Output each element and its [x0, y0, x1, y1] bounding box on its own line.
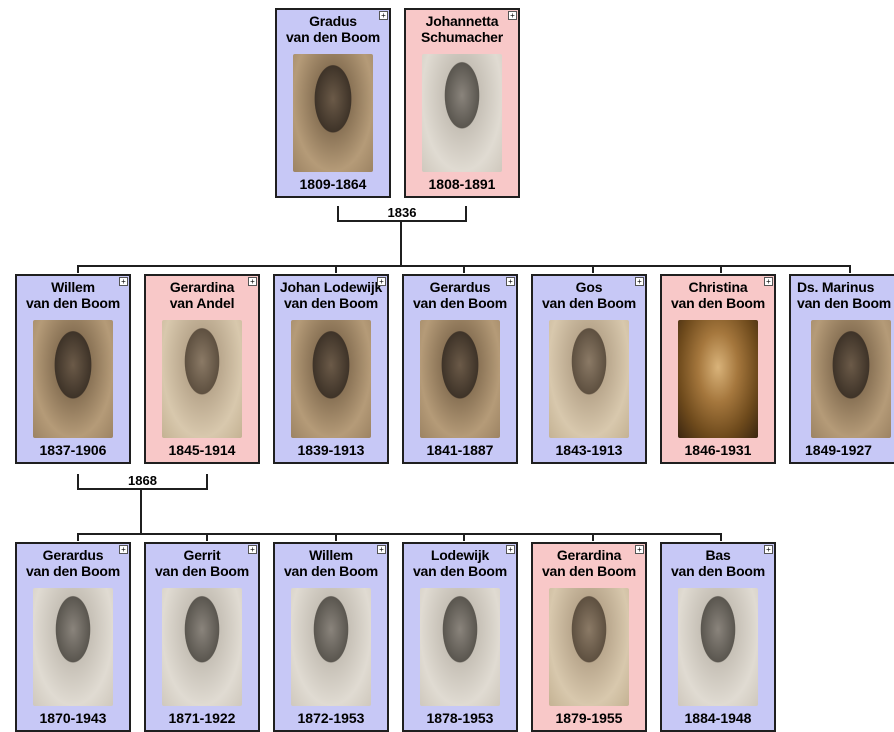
- life-years: 1841-1887: [426, 442, 494, 458]
- life-years: 1878-1953: [426, 710, 494, 726]
- portrait-photo: [293, 54, 373, 172]
- gen3-drop-1: [77, 533, 79, 541]
- marriage-year-1868: 1868: [77, 474, 208, 490]
- life-years: 1872-1953: [297, 710, 365, 726]
- expand-icon[interactable]: +: [377, 277, 386, 286]
- gen2-drop-1: [77, 265, 79, 273]
- expand-icon[interactable]: +: [508, 11, 517, 20]
- portrait-photo: [811, 320, 891, 438]
- portrait-photo: [162, 588, 242, 706]
- life-years: 1871-1922: [168, 710, 236, 726]
- expand-icon[interactable]: +: [248, 277, 257, 286]
- expand-icon[interactable]: +: [635, 277, 644, 286]
- portrait-photo: [33, 320, 113, 438]
- expand-icon[interactable]: +: [119, 277, 128, 286]
- life-years: 1839-1913: [297, 442, 365, 458]
- expand-icon[interactable]: +: [377, 545, 386, 554]
- gen2-drop-3: [335, 265, 337, 273]
- portrait-photo: [422, 54, 502, 172]
- expand-icon[interactable]: +: [764, 277, 773, 286]
- gen3-drop-6: [720, 533, 722, 541]
- life-years: 1870-1943: [39, 710, 107, 726]
- gen2-drop-5: [592, 265, 594, 273]
- gen2-drop-7: [849, 265, 851, 273]
- expand-icon[interactable]: +: [506, 545, 515, 554]
- portrait-photo: [420, 320, 500, 438]
- expand-icon[interactable]: +: [119, 545, 128, 554]
- portrait-photo: [291, 588, 371, 706]
- portrait-photo: [678, 320, 758, 438]
- portrait-photo: [162, 320, 242, 438]
- expand-icon[interactable]: +: [764, 545, 773, 554]
- gen3-drop-3: [335, 533, 337, 541]
- gen2-drop-6: [720, 265, 722, 273]
- life-years: 1884-1948: [684, 710, 752, 726]
- life-years: 1808-1891: [428, 176, 496, 192]
- gen3-drop-5: [592, 533, 594, 541]
- gen3-sibling-bar: [77, 533, 722, 535]
- gen2-drop-4: [463, 265, 465, 273]
- marriage-year-1836: 1836: [337, 206, 467, 222]
- life-years: 1837-1906: [39, 442, 107, 458]
- expand-icon[interactable]: +: [506, 277, 515, 286]
- portrait-photo: [291, 320, 371, 438]
- portrait-photo: [549, 320, 629, 438]
- portrait-photo: [549, 588, 629, 706]
- life-years: 1843-1913: [555, 442, 623, 458]
- life-years: 1879-1955: [555, 710, 623, 726]
- life-years: 1845-1914: [168, 442, 236, 458]
- portrait-photo: [678, 588, 758, 706]
- portrait-photo: [33, 588, 113, 706]
- gen3-drop-2: [206, 533, 208, 541]
- gen2-marriage-stem: [140, 490, 142, 534]
- gen1-marriage-stem: [400, 222, 402, 266]
- expand-icon[interactable]: +: [379, 11, 388, 20]
- gen3-drop-4: [463, 533, 465, 541]
- portrait-photo: [420, 588, 500, 706]
- expand-icon[interactable]: +: [248, 545, 257, 554]
- expand-icon[interactable]: +: [635, 545, 644, 554]
- life-years: 1809-1864: [299, 176, 367, 192]
- life-years: 1846-1931: [684, 442, 752, 458]
- life-years: 1849-1927: [805, 442, 872, 458]
